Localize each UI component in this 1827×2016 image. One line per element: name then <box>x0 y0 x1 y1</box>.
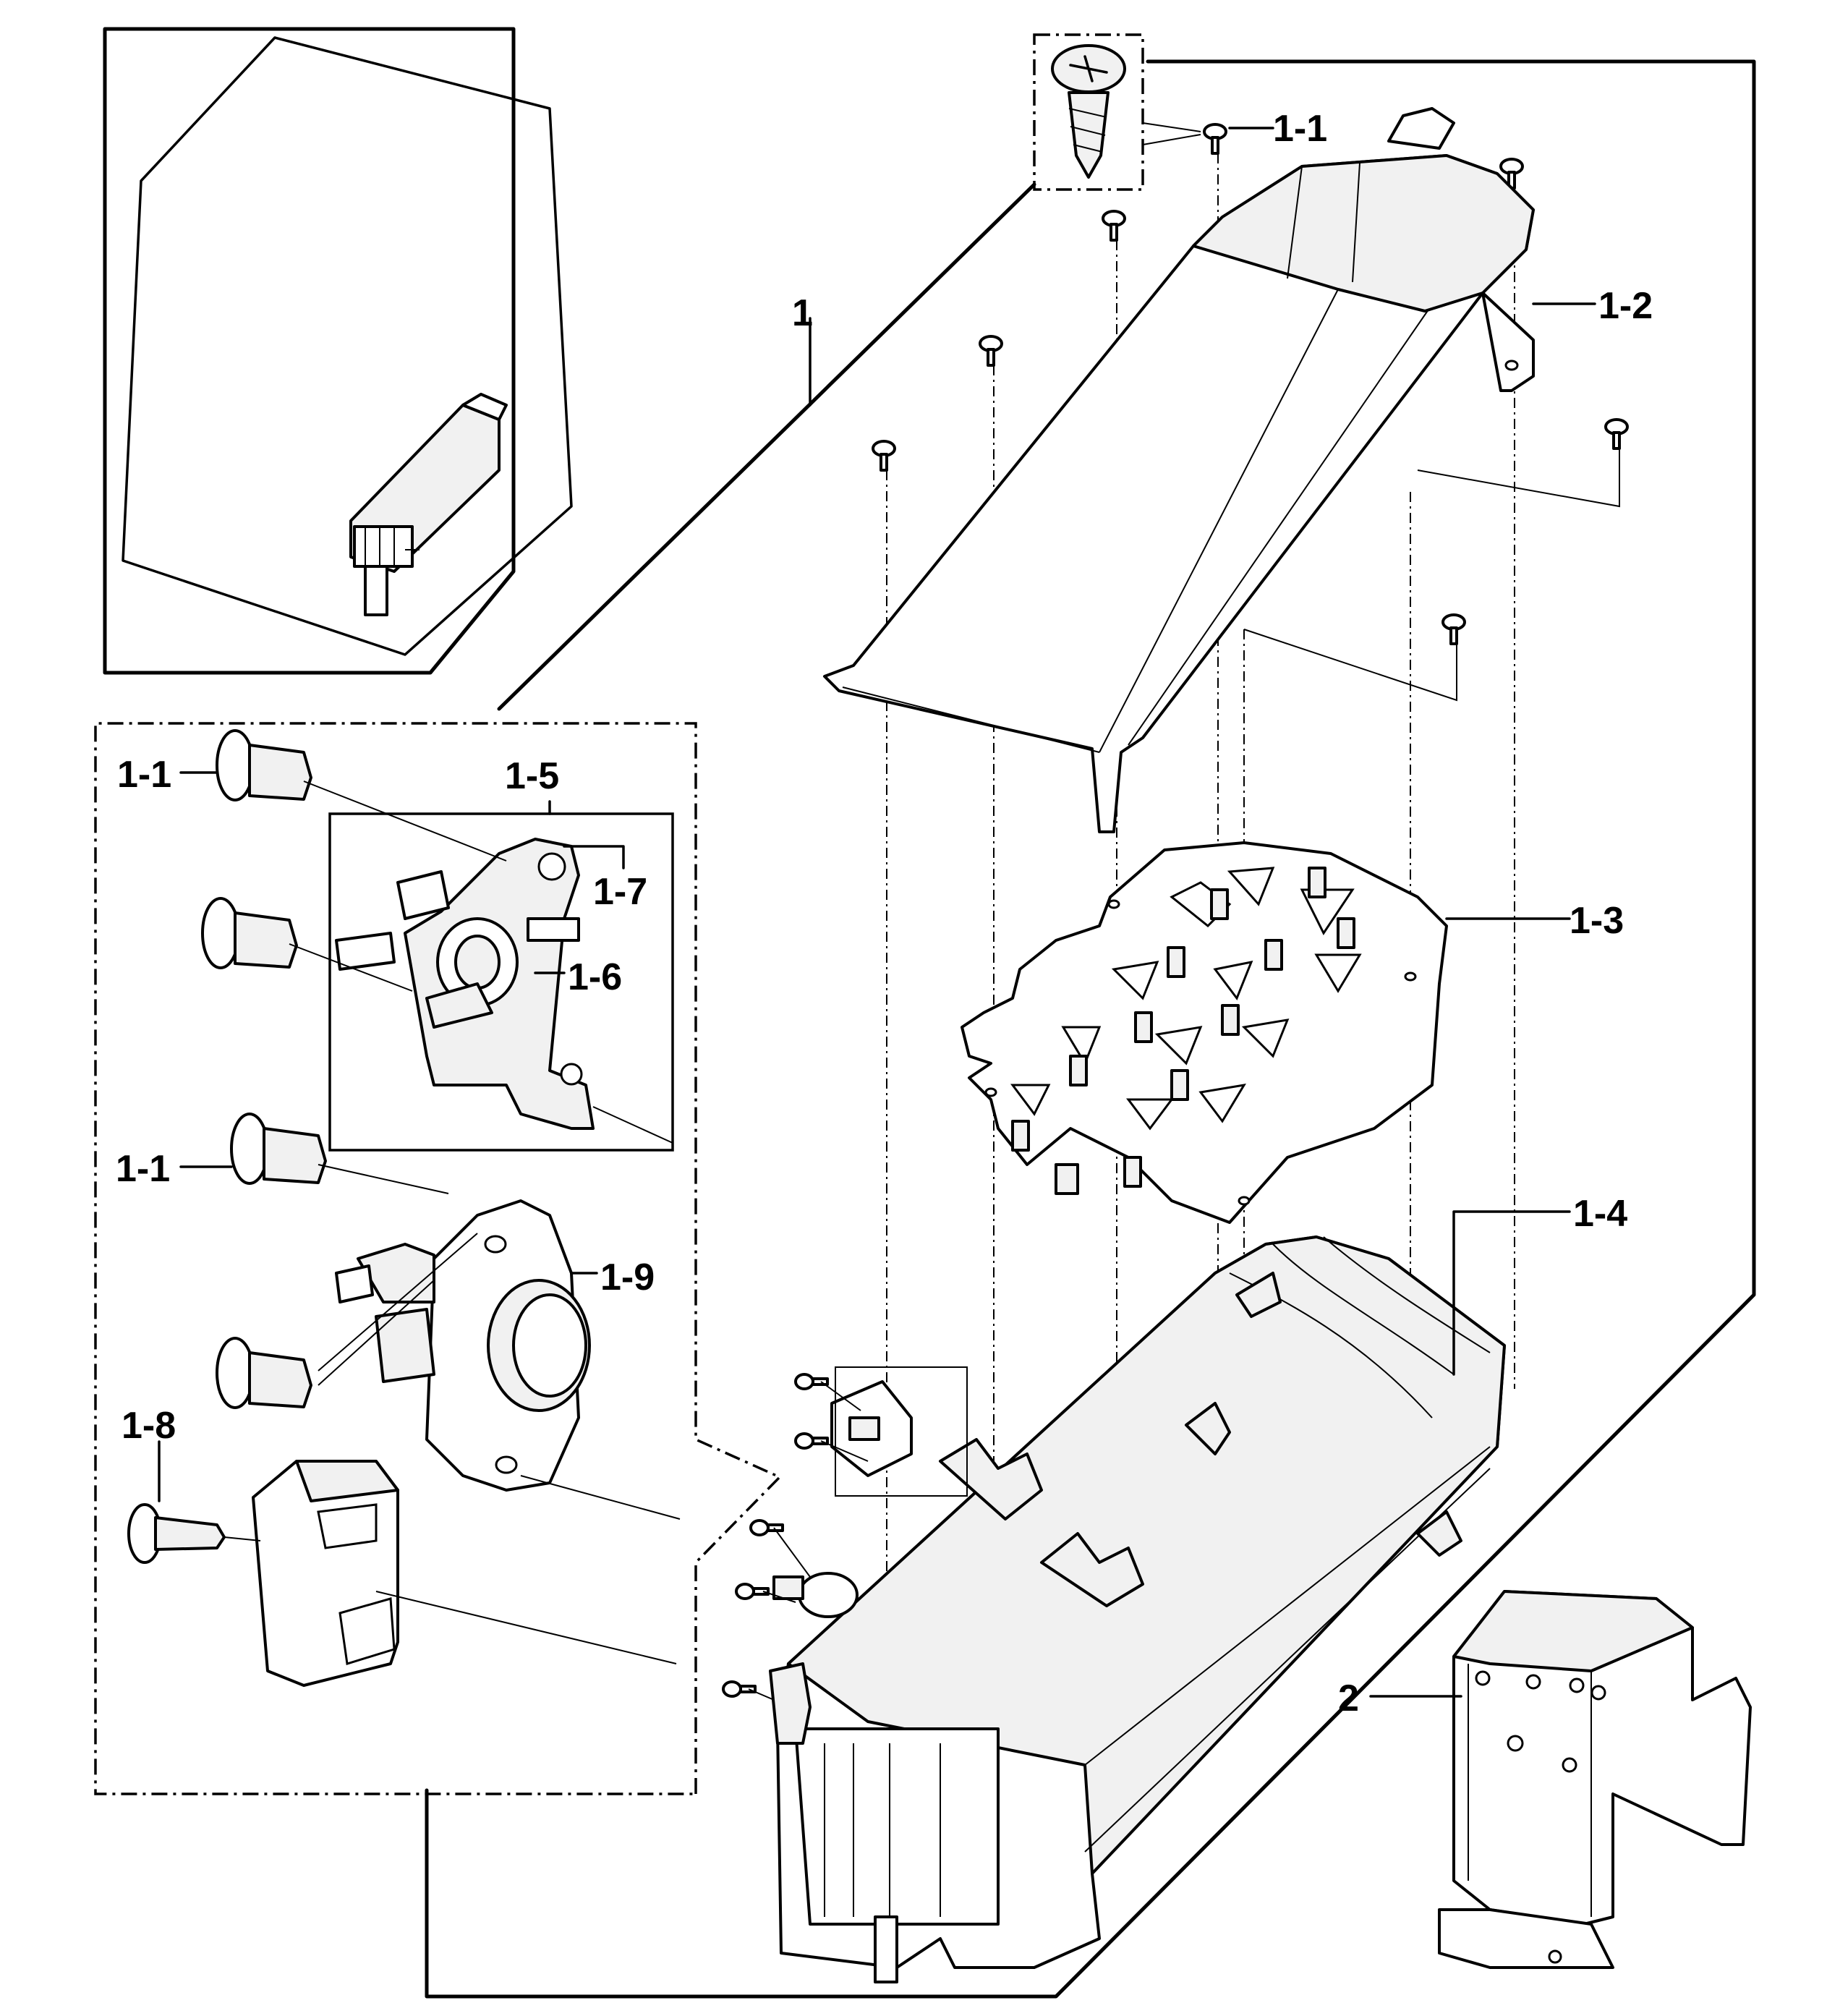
detail-box <box>94 722 783 1795</box>
leader-line <box>318 1233 478 1371</box>
screw-icon <box>794 1373 829 1390</box>
leader-line <box>303 781 507 862</box>
cabinet-inset <box>103 27 573 675</box>
leader-line <box>223 1536 261 1541</box>
label-1-2: 1-2 <box>1598 285 1653 327</box>
leader-line <box>520 1475 681 1520</box>
label-1-1-detail-b: 1-1 <box>116 1148 170 1190</box>
leader-line <box>762 1591 796 1603</box>
screw-icon <box>735 1583 770 1600</box>
screw-detail-box <box>1033 33 1201 191</box>
housing-small-thermostat <box>830 1380 913 1477</box>
small-screws <box>722 123 1629 1698</box>
callout-lines <box>158 127 1596 1698</box>
label-2: 2 <box>1338 1677 1359 1719</box>
housing-terminal-block <box>769 1662 812 1745</box>
label-1-5: 1-5 <box>505 755 559 797</box>
leader-line <box>748 1688 775 1701</box>
thermal-fuse-part <box>335 1199 591 1492</box>
thermostat-inset-box <box>835 1366 968 1497</box>
detail-screw-icon <box>127 1503 226 1564</box>
detail-screw-icon <box>230 1113 327 1185</box>
screw-icon <box>1604 418 1629 450</box>
callout-labels: 1 1-1 1-2 1-3 1-4 1-5 1-6 1-7 1-8 1-9 1-… <box>116 108 1653 1719</box>
leader-line <box>773 1527 811 1578</box>
screw-icon <box>1203 123 1227 155</box>
screw-icon <box>1102 210 1126 242</box>
duct-cover <box>823 107 1535 833</box>
screw-icon <box>749 1519 784 1536</box>
main-assembly-outline <box>425 59 1756 1999</box>
label-1-4: 1-4 <box>1573 1193 1627 1235</box>
leader-line <box>289 943 413 992</box>
leader-line <box>318 1164 449 1194</box>
label-1-1-detail-a: 1-1 <box>117 754 171 796</box>
housing-thermostat <box>772 1572 859 1618</box>
screw-icon <box>722 1680 757 1698</box>
label-1-3: 1-3 <box>1570 900 1624 942</box>
detail-screw-icon <box>201 897 298 969</box>
label-1-1-top: 1-1 <box>1273 108 1327 150</box>
label-1-8: 1-8 <box>122 1405 176 1447</box>
label-1-9: 1-9 <box>600 1256 655 1298</box>
screw-icon <box>794 1432 829 1450</box>
terminal-block-part <box>252 1460 677 1687</box>
screw-icon <box>1499 158 1524 190</box>
label-1-7: 1-7 <box>593 871 647 913</box>
detail-screw-icon <box>216 1337 312 1409</box>
detail-screw-icon <box>216 729 312 801</box>
leader-line <box>820 1440 869 1462</box>
label-1-6: 1-6 <box>568 956 622 998</box>
thermostat-part <box>335 838 595 1130</box>
leader-line <box>318 1280 435 1386</box>
bracket-part <box>1438 1590 1752 1969</box>
screw-icon <box>872 440 896 472</box>
label-1: 1 <box>792 292 813 334</box>
screw-icon <box>1441 613 1466 645</box>
inset-heater-unit <box>349 393 508 616</box>
screw-icon <box>979 335 1003 367</box>
leader-line <box>592 1106 673 1144</box>
heater-coil-plate <box>961 841 1448 1224</box>
coil-terminals <box>1011 867 1355 1195</box>
leader-line <box>820 1381 861 1411</box>
heater-housing <box>769 1235 1506 1983</box>
